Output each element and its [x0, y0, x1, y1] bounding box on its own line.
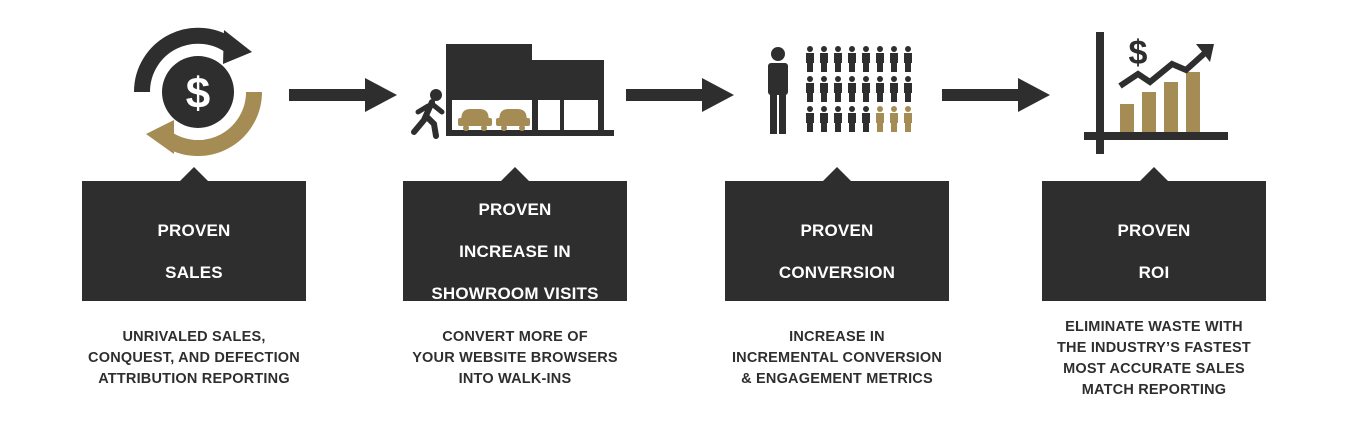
description-line: ELIMINATE WASTE WITH [1065, 319, 1243, 335]
card-title-line: PROVEN [1117, 221, 1191, 240]
person-icon [820, 106, 828, 132]
description-line: THE INDUSTRY’S FASTEST [1057, 340, 1251, 356]
person-icon [820, 46, 828, 72]
description-line: ATTRIBUTION REPORTING [98, 371, 290, 387]
description-line: INCREASE IN [789, 329, 885, 345]
card-title-line: SHOWROOM VISITS [431, 284, 599, 303]
description-line: CONQUEST, AND DEFECTION [88, 350, 300, 366]
description-line: INCREMENTAL CONVERSION [731, 350, 943, 366]
description-line: INTO WALK-INS [458, 371, 572, 387]
description-showroom-visits: CONVERT MORE OF YOUR WEBSITE BROWSERS IN… [380, 327, 650, 390]
description-line: UNRIVALED SALES, [122, 329, 266, 345]
card-title: PROVEN CONVERSION [779, 199, 895, 283]
card-proven-roi: PROVEN ROI [1042, 167, 1266, 301]
card-title-line: SALES [165, 263, 223, 282]
card-title: PROVEN INCREASE IN SHOWROOM VISITS [431, 178, 598, 304]
people-conversion-icon [760, 44, 920, 141]
card-title: PROVEN ROI [1118, 199, 1191, 283]
person-icon [848, 106, 856, 132]
description-line: MATCH REPORTING [1081, 382, 1227, 398]
description-conversion: INCREASE IN INCREMENTAL CONVERSION & ENG… [702, 327, 972, 390]
flow-arrow [942, 78, 1050, 117]
description-line: YOUR WEBSITE BROWSERS [412, 350, 618, 366]
description-line: & ENGAGEMENT METRICS [741, 371, 933, 387]
card-title-line: ROI [1138, 263, 1170, 282]
card-title-line: PROVEN [157, 221, 231, 240]
description-line: CONVERT MORE OF [442, 329, 588, 345]
card-proven-conversion: PROVEN CONVERSION [725, 167, 949, 301]
flow-arrow [289, 78, 397, 117]
person-icon [862, 46, 870, 72]
person-icon [890, 76, 898, 102]
card-title-line: PROVEN [800, 221, 874, 240]
person-converted-icon [876, 106, 884, 132]
card-title: PROVEN SALES [158, 199, 231, 283]
card-title-line: INCREASE IN [459, 242, 571, 261]
person-icon [806, 46, 814, 72]
person-icon [862, 106, 870, 132]
person-converted-icon [904, 106, 912, 132]
card-title-line: PROVEN [478, 200, 552, 219]
showroom-walk-in-icon [400, 40, 615, 145]
person-icon [820, 76, 828, 102]
svg-text:$: $ [1129, 34, 1148, 72]
flow-arrow [626, 78, 734, 117]
card-proven-showroom-visits: PROVEN INCREASE IN SHOWROOM VISITS [403, 167, 627, 304]
dollar-cycle-icon: $ [128, 22, 268, 167]
person-icon [876, 76, 884, 102]
description-sales: UNRIVALED SALES, CONQUEST, AND DEFECTION… [59, 327, 329, 390]
roi-growth-chart-icon: $ [1082, 26, 1232, 161]
card-title-line: CONVERSION [778, 263, 896, 282]
person-converted-icon [890, 106, 898, 132]
person-icon [848, 46, 856, 72]
person-icon [862, 76, 870, 102]
svg-text:$: $ [186, 69, 210, 118]
description-roi: ELIMINATE WASTE WITH THE INDUSTRY’S FAST… [1019, 317, 1289, 401]
person-icon [834, 46, 842, 72]
person-icon [876, 46, 884, 72]
person-icon [904, 76, 912, 102]
person-icon [806, 106, 814, 132]
person-icon [904, 46, 912, 72]
person-icon [890, 46, 898, 72]
person-icon [834, 106, 842, 132]
person-icon [834, 76, 842, 102]
description-line: MOST ACCURATE SALES [1063, 361, 1245, 377]
person-icon [848, 76, 856, 102]
card-proven-sales: PROVEN SALES [82, 167, 306, 301]
person-icon [806, 76, 814, 102]
